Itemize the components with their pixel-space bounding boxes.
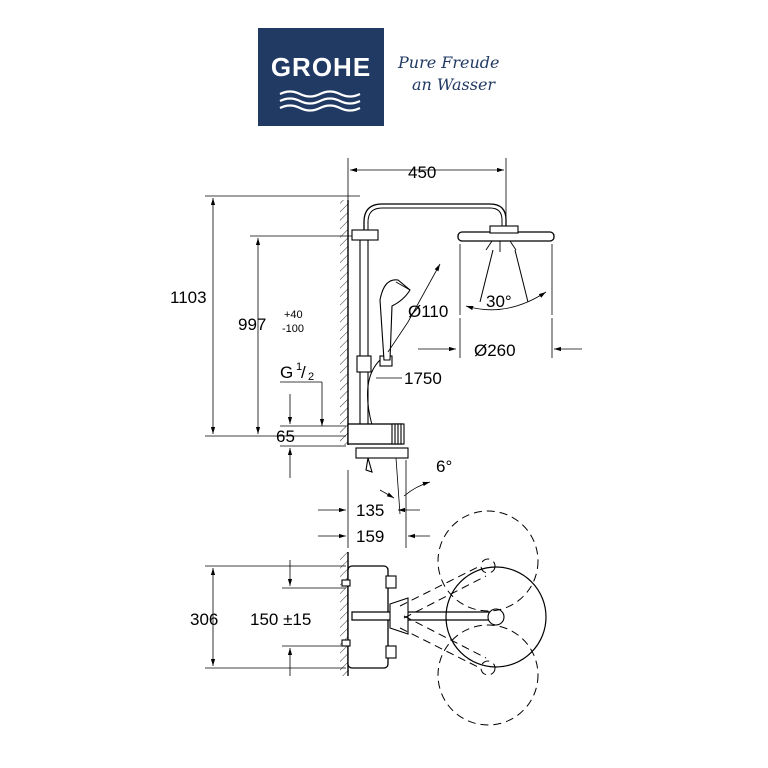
dim-thread-slash: / — [301, 363, 306, 382]
dim-159: 159 — [356, 527, 384, 546]
riser-pipe — [359, 239, 369, 426]
tagline-line-1: Pure Freude — [398, 53, 500, 72]
front-view — [340, 200, 555, 473]
top-view — [340, 510, 547, 726]
wall-hatch-bottom — [340, 552, 348, 676]
brand-name: GROHE — [270, 52, 372, 82]
shower-arm — [363, 203, 507, 240]
dim-thread-den: 2 — [308, 371, 314, 383]
dim-135: 135 — [356, 501, 384, 520]
dim-65: 65 — [276, 427, 295, 446]
front-dimensions — [205, 158, 582, 548]
top-dimensions — [205, 560, 346, 676]
arm-top — [351, 611, 501, 621]
waves-icon — [279, 90, 361, 112]
wall-hatch-top — [340, 200, 348, 445]
brand-tagline: Pure Freude an Wasser — [398, 52, 528, 96]
tub-spout — [355, 447, 409, 459]
dim-260: Ø260 — [474, 341, 516, 360]
shower-hose — [367, 359, 381, 426]
tagline-line-2: an Wasser — [412, 75, 496, 94]
dim-450: 450 — [408, 163, 436, 182]
dim-997: 997 — [238, 315, 266, 334]
grohe-logo: GROHE — [258, 28, 384, 126]
dim-6-degree: 6° — [436, 457, 452, 476]
slider — [356, 355, 372, 373]
dim-30-degree: 30° — [486, 292, 512, 311]
dim-1750: 1750 — [404, 369, 442, 388]
wall-bracket — [351, 229, 379, 241]
dim-thread-num: 1 — [296, 361, 302, 373]
dim-306: 306 — [190, 610, 218, 629]
tolerance-plus: +40 — [284, 309, 303, 321]
dim-thread-g: G — [280, 363, 293, 382]
dim-110: Ø110 — [408, 302, 448, 321]
dim-1103: 1103 — [170, 288, 207, 307]
dim-150: 150 ±15 — [250, 610, 311, 629]
head-top-view — [445, 566, 547, 668]
hand-shower — [379, 279, 411, 361]
tolerance-minus: -100 — [282, 323, 304, 335]
